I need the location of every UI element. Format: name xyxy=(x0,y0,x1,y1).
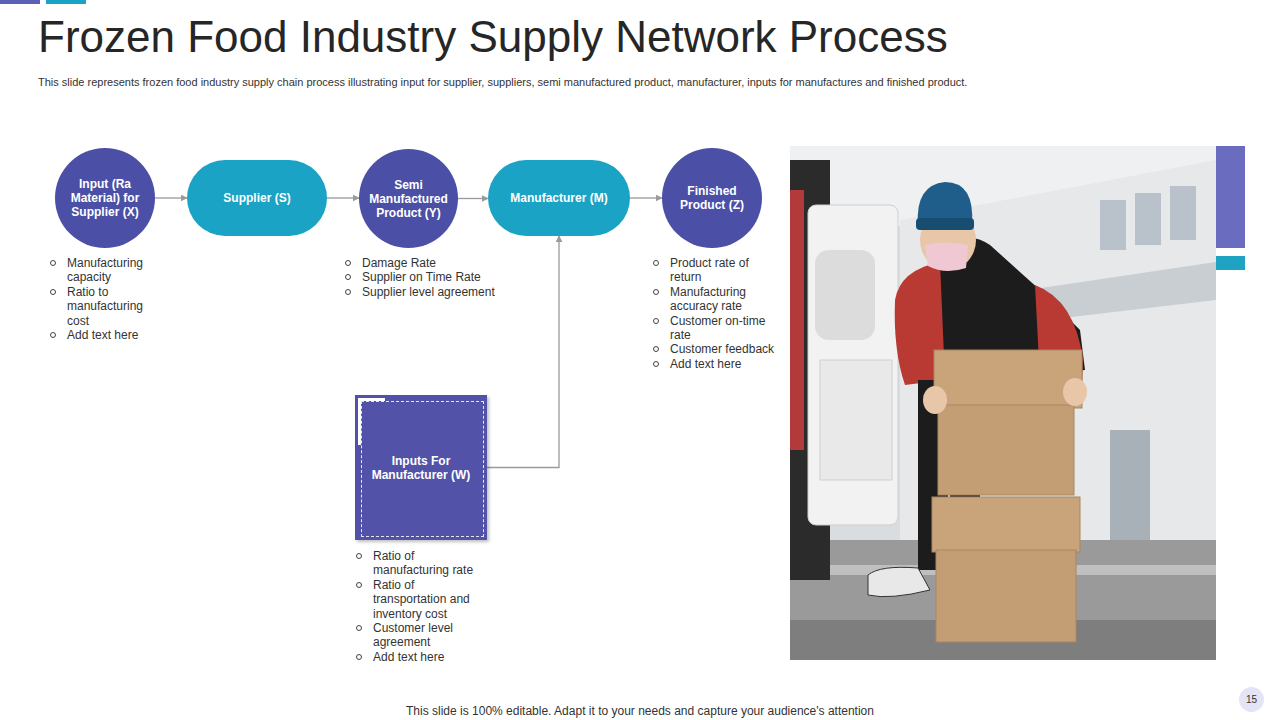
bullet-item: Supplier on Time Rate xyxy=(343,270,518,284)
flow-arrow xyxy=(327,197,359,198)
input-box: Inputs For Manufacturer (W) xyxy=(355,395,487,540)
bullet-item: Ratio of manufacturing rate xyxy=(354,549,486,578)
bullet-item: Customer level agreement xyxy=(354,621,486,650)
node-text: Finished Product (Z) xyxy=(670,184,754,212)
top-tab xyxy=(46,0,86,4)
node-text: Manufacturer (M) xyxy=(510,191,607,205)
bullet-list: Product rate of returnManufacturing accu… xyxy=(651,256,776,371)
node-text: Input (Ra Material) for Supplier (X) xyxy=(63,177,147,219)
bullet-item: Damage Rate xyxy=(343,256,518,270)
accent-bar xyxy=(1216,146,1245,248)
accent-bar xyxy=(1216,256,1245,270)
flow-arrow xyxy=(458,198,488,199)
bullet-item: Customer on-time rate xyxy=(651,314,776,343)
top-tab xyxy=(0,0,40,4)
bullet-item: Manufacturing accuracy rate xyxy=(651,285,776,314)
flow-arrow xyxy=(630,197,662,198)
bullet-item: Add text here xyxy=(651,357,776,371)
bullet-list: Damage RateSupplier on Time RateSupplier… xyxy=(343,256,518,299)
bullet-item: Ratio to manufacturing cost xyxy=(48,285,160,328)
bullet-item: Supplier level agreement xyxy=(343,285,518,299)
bullet-item: Manufacturing capacity xyxy=(48,256,160,285)
photo xyxy=(790,146,1216,660)
corner-bracket xyxy=(358,398,385,445)
slide-caption: This slide represents frozen food indust… xyxy=(38,76,1238,88)
bullet-item: Product rate of return xyxy=(651,256,776,285)
process-pill: Supplier (S) xyxy=(187,160,327,236)
node-text: Semi Manufactured Product (Y) xyxy=(367,178,450,220)
node-text: Inputs For Manufacturer (W) xyxy=(363,454,479,482)
bullet-list: Ratio of manufacturing rateRatio of tran… xyxy=(354,549,486,664)
bullet-item: Ratio of transportation and inventory co… xyxy=(354,578,486,621)
bullet-item: Add text here xyxy=(48,328,160,342)
process-circle: Input (Ra Material) for Supplier (X) xyxy=(55,148,155,248)
process-circle: Finished Product (Z) xyxy=(662,148,762,248)
node-text: Supplier (S) xyxy=(223,191,290,205)
process-pill: Manufacturer (M) xyxy=(488,160,630,236)
page-number: 15 xyxy=(1239,687,1264,712)
bullet-item: Add text here xyxy=(354,650,486,664)
flow-arrow xyxy=(487,236,559,468)
bullet-list: Manufacturing capacityRatio to manufactu… xyxy=(48,256,160,342)
footer-note: This slide is 100% editable. Adapt it to… xyxy=(0,704,1280,718)
slide-title: Frozen Food Industry Supply Network Proc… xyxy=(38,12,948,62)
process-circle: Semi Manufactured Product (Y) xyxy=(359,149,458,248)
bullet-item: Customer feedback xyxy=(651,342,776,356)
flow-arrow xyxy=(155,197,187,198)
